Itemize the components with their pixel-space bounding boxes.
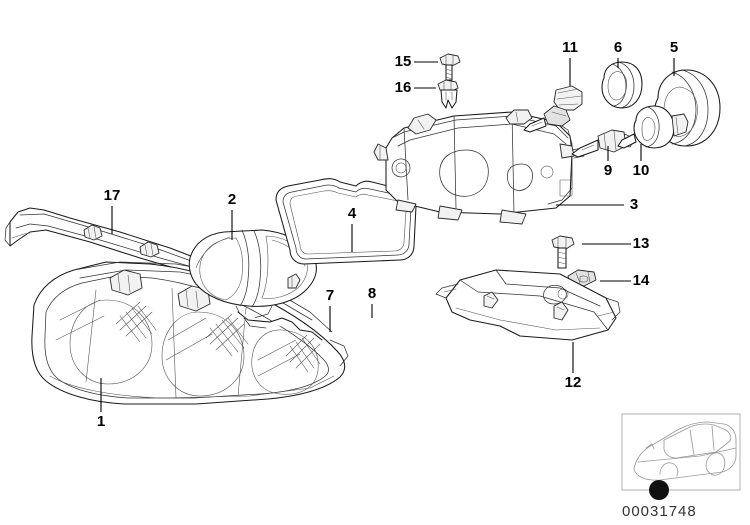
callout-label-4: 4 <box>348 205 357 222</box>
part-10-bulb-holder <box>617 105 689 149</box>
callout-label-10: 10 <box>633 162 650 179</box>
callout-label-14: 14 <box>633 272 650 289</box>
callout-label-11: 11 <box>562 39 578 56</box>
callout-label-2: 2 <box>228 191 236 208</box>
callout-label-8: 8 <box>368 285 376 302</box>
part-3-housing <box>373 109 585 225</box>
callout-label-5: 5 <box>670 39 678 56</box>
headlight-location-marker <box>649 480 669 500</box>
callout-labels: 1 2 3 4 5 6 7 8 9 10 11 12 13 14 15 16 1… <box>97 39 678 430</box>
diagram-part-number: 00031748 <box>622 503 697 520</box>
part-6-small-rubber-cap <box>601 61 643 109</box>
part-11-adjuster-connector <box>523 85 583 133</box>
callout-label-15: 15 <box>395 53 412 70</box>
callout-label-16: 16 <box>395 79 412 96</box>
part-16-expansion-rivet <box>437 79 459 109</box>
callout-label-12: 12 <box>565 374 582 391</box>
callout-label-13: 13 <box>633 235 650 252</box>
callout-label-17: 17 <box>104 187 121 204</box>
part-13-hex-bolt <box>551 235 575 269</box>
vehicle-location-inset: 00031748 <box>621 413 741 520</box>
part-15-fastening-screw <box>439 53 461 81</box>
part-2-reflector <box>188 229 323 341</box>
callout-label-9: 9 <box>604 162 612 179</box>
car-silhouette-icon <box>633 421 737 481</box>
part-1-headlight-lens <box>31 261 349 405</box>
callout-label-6: 6 <box>614 39 622 56</box>
callout-leader-lines <box>100 58 675 412</box>
part-12-mounting-bracket <box>435 269 621 341</box>
callout-label-1: 1 <box>97 413 105 430</box>
callout-label-7: 7 <box>326 287 334 304</box>
callout-label-3: 3 <box>630 196 638 213</box>
part-17-trim-strip <box>4 207 203 273</box>
